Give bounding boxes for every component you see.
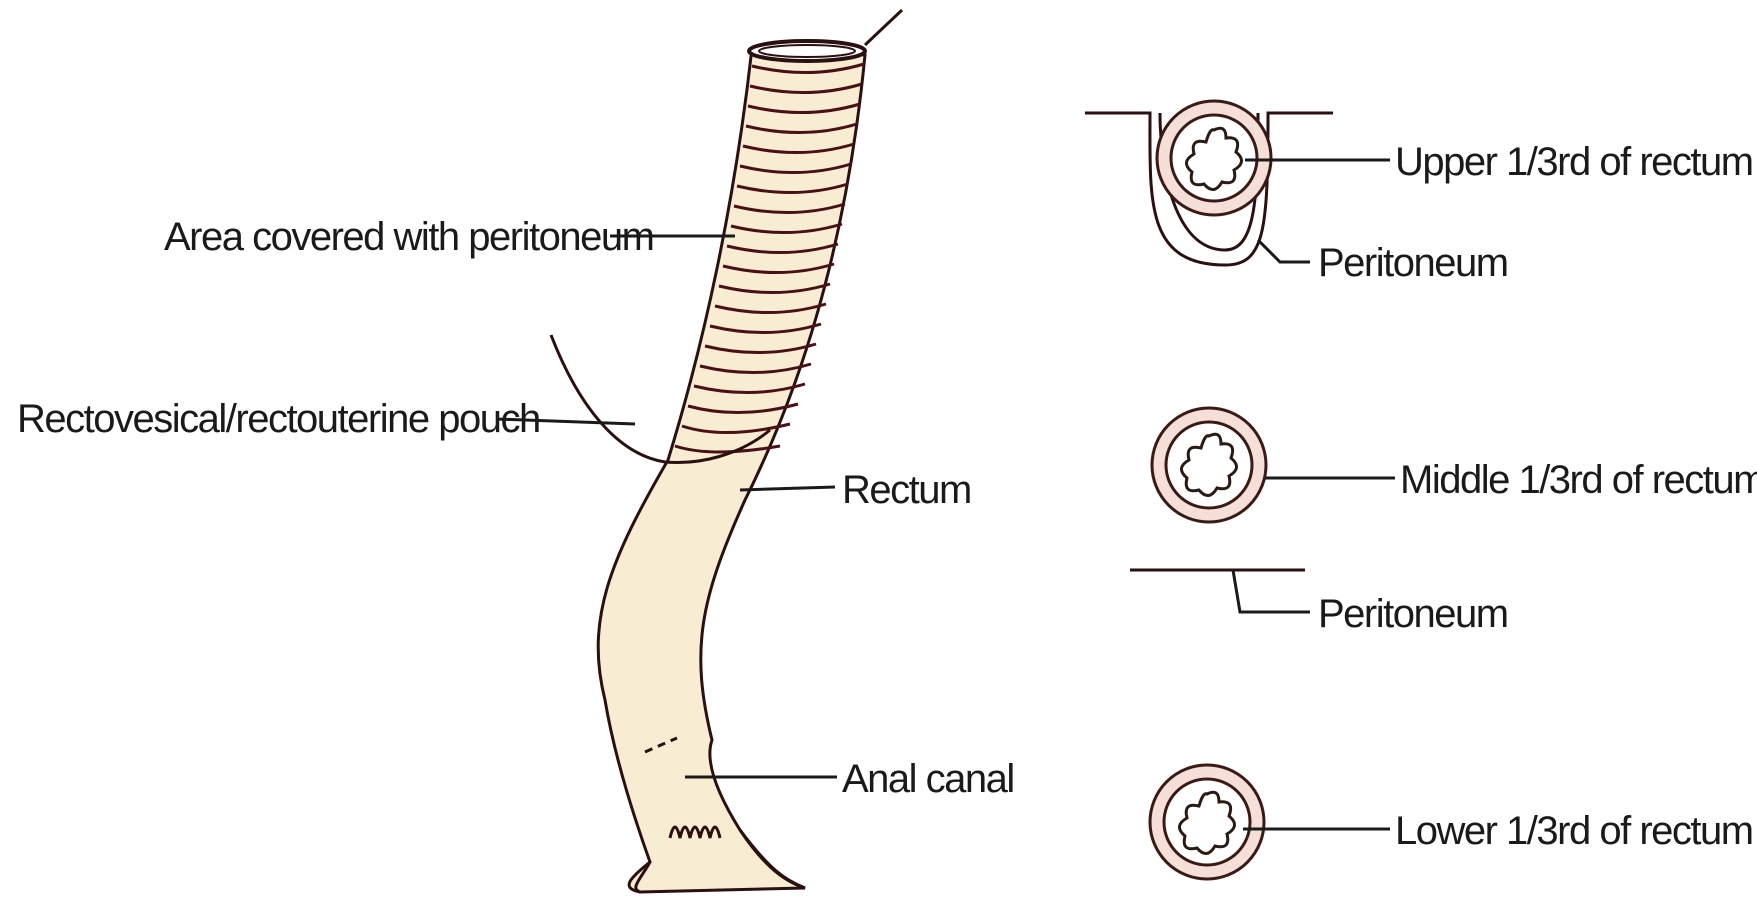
- pouch-label: Rectovesical/rectouterine pouch: [17, 397, 540, 441]
- anal-canal-label: Anal canal: [842, 757, 1014, 801]
- area-covered-label: Area covered with peritoneum: [164, 215, 653, 259]
- lower-label: Lower 1/3rd of rectum: [1395, 809, 1753, 853]
- rectum-leader: [740, 487, 835, 490]
- peritoneum-middle-leader: [1233, 570, 1310, 612]
- peritoneum-upper-label: Peritoneum: [1318, 241, 1508, 285]
- middle-label: Middle 1/3rd of rectum: [1400, 458, 1757, 502]
- rectum-label: Rectum: [842, 468, 971, 512]
- upper-third-section: [1085, 101, 1333, 265]
- peritoneum-middle-label: Peritoneum: [1318, 592, 1508, 636]
- upper-label: Upper 1/3rd of rectum: [1395, 140, 1753, 184]
- rectum-tube: [598, 48, 865, 892]
- middle-third-section: [1130, 408, 1305, 570]
- lower-third-section: [1150, 765, 1264, 879]
- peritoneum-upper-leader: [1258, 240, 1310, 262]
